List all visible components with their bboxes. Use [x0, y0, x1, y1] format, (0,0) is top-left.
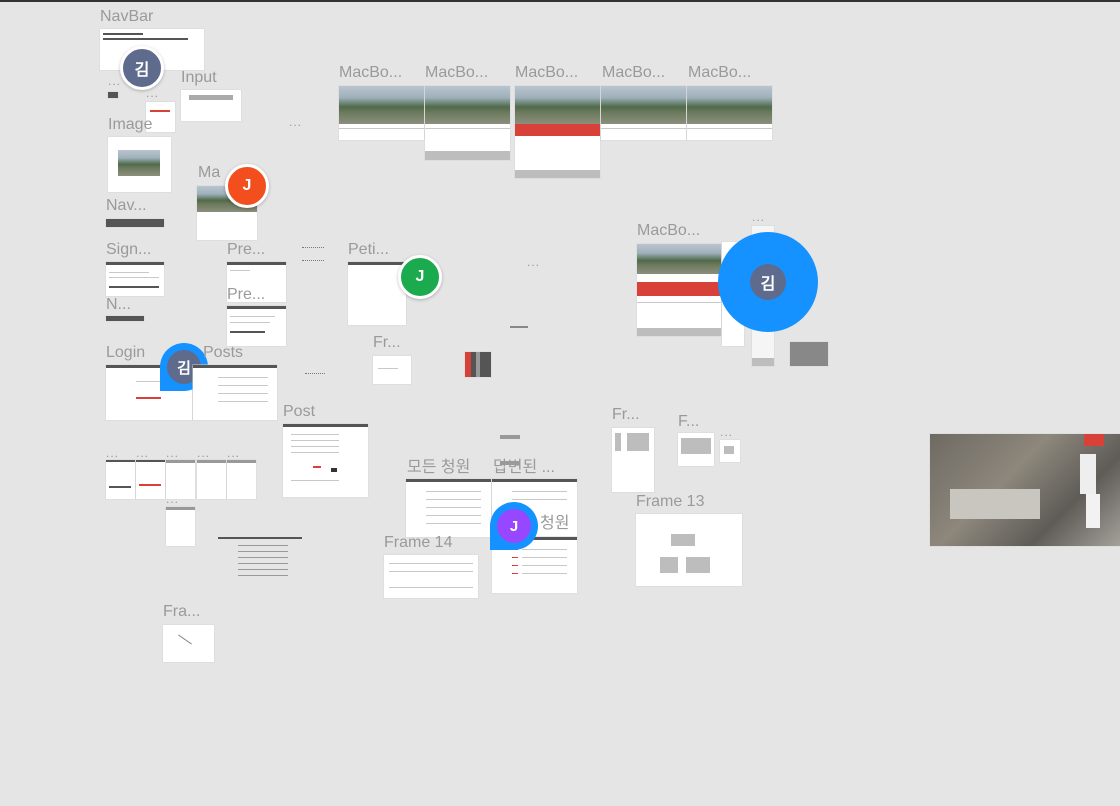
frame-label-pre-2[interactable]: Pre... — [227, 286, 266, 303]
frame-label-pre-1[interactable]: Pre... — [227, 241, 266, 258]
frame-row-3[interactable] — [166, 460, 195, 499]
frame-all-petitions[interactable] — [406, 479, 491, 537]
frame-fr-1[interactable] — [373, 356, 411, 384]
frame-label-macbook-5[interactable]: MacBo... — [688, 64, 752, 81]
frame-label-fr-1[interactable]: Fr... — [373, 334, 401, 351]
frame-row-5[interactable] — [227, 460, 256, 499]
frame-row-4[interactable] — [197, 460, 226, 499]
frame-label-nav[interactable]: Nav... — [106, 197, 147, 214]
frame-label-posts[interactable]: Posts — [203, 344, 244, 361]
frame-macbook-1[interactable] — [339, 86, 424, 140]
frame-label-navbar[interactable]: NavBar — [100, 8, 154, 25]
frame-label-ellipsis-f[interactable]: ... — [136, 446, 150, 460]
collaborator-cursor-j-green: J — [398, 255, 442, 299]
frame-image[interactable] — [108, 137, 171, 192]
frame-pre-1[interactable] — [227, 262, 286, 302]
frame-list-overview[interactable] — [218, 537, 302, 583]
frame-label-ellipsis-c[interactable]: ... — [289, 115, 303, 129]
frame-label-n[interactable]: N... — [106, 296, 131, 313]
frame-label-login[interactable]: Login — [106, 344, 146, 361]
frame-fra[interactable] — [163, 625, 214, 662]
frame-small-a[interactable] — [108, 92, 118, 98]
frame-label-ellipsis-i[interactable]: ... — [227, 446, 241, 460]
frame-label-ellipsis-j[interactable]: ... — [166, 492, 180, 506]
loose-text-a — [302, 247, 324, 261]
frame-dark-tile[interactable] — [465, 352, 491, 377]
frame-label-ellipsis-h[interactable]: ... — [197, 446, 211, 460]
frame-label-ellipsis-l[interactable]: ... — [720, 425, 734, 439]
frame-label-macbook-4[interactable]: MacBo... — [602, 64, 666, 81]
frame-label-f[interactable]: F... — [678, 413, 700, 430]
frame-posts[interactable] — [193, 365, 277, 420]
frame-macbook-6[interactable] — [637, 244, 721, 336]
frame-pre-2[interactable] — [227, 306, 286, 346]
frame-row-2[interactable] — [136, 460, 165, 499]
frame-label-all-petitions[interactable]: 모든 청원 — [407, 459, 471, 476]
frame-label-macbook-3[interactable]: MacBo... — [515, 64, 579, 81]
frame-label-macbook-6[interactable]: MacBo... — [637, 222, 701, 239]
frame-n[interactable] — [106, 316, 144, 321]
frame-f[interactable] — [678, 433, 714, 466]
tag-stack — [500, 435, 520, 465]
frame-label-petition-partial[interactable]: 청원 — [540, 515, 570, 532]
window-top-border — [0, 0, 1120, 2]
collaborator-highlight-kim-blue: 김 — [718, 232, 818, 332]
frame-row-6[interactable] — [166, 507, 195, 546]
frame-input[interactable] — [181, 90, 241, 121]
frame-label-macbook-1[interactable]: MacBo... — [339, 64, 403, 81]
frame-macbook-3[interactable] — [515, 86, 600, 178]
loose-text-c — [305, 373, 325, 377]
frame-label-fra[interactable]: Fra... — [163, 603, 201, 620]
frame-label-ellipsis-a[interactable]: ... — [108, 74, 122, 88]
frame-label-ellipsis-k[interactable]: ... — [752, 210, 766, 224]
frame-label-ellipsis-g[interactable]: ... — [166, 446, 180, 460]
frame-row-1[interactable] — [106, 460, 135, 499]
frame-label-macbook-2[interactable]: MacBo... — [425, 64, 489, 81]
frame-macbook-4[interactable] — [601, 86, 686, 140]
frame-macbook-5[interactable] — [687, 86, 772, 140]
collaborator-avatar-j-purple: J — [497, 509, 531, 543]
frame-frame-14[interactable] — [384, 555, 478, 598]
collaborator-cursor-kim-1: 김 — [120, 46, 164, 90]
frame-aerial-photo[interactable] — [930, 434, 1120, 546]
frame-label-image[interactable]: Image — [108, 116, 153, 133]
frame-small-c[interactable] — [720, 440, 740, 462]
frame-photo-thumb[interactable] — [790, 342, 828, 366]
frame-label-fr-2[interactable]: Fr... — [612, 406, 640, 423]
frame-sign[interactable] — [106, 262, 164, 296]
frame-small-b[interactable] — [146, 102, 175, 132]
frame-nav[interactable] — [106, 219, 164, 227]
frame-label-answered-petitions[interactable]: 답변된 ... — [493, 459, 555, 476]
frame-label-peti[interactable]: Peti... — [348, 241, 389, 258]
frame-post[interactable] — [283, 424, 368, 497]
frame-fr-2[interactable] — [612, 428, 654, 492]
collaborator-pin-j-purple: J — [490, 502, 538, 550]
frame-label-post[interactable]: Post — [283, 403, 316, 420]
frame-label-input[interactable]: Input — [181, 69, 217, 86]
frame-label-ellipsis-d[interactable]: ... — [527, 255, 541, 269]
loose-text-b — [510, 326, 528, 328]
frame-frame-13[interactable] — [636, 514, 742, 586]
frame-label-ma[interactable]: Ma — [198, 164, 221, 181]
collaborator-cursor-j-orange: J — [225, 164, 269, 208]
frame-label-frame-14[interactable]: Frame 14 — [384, 534, 453, 551]
frame-peti[interactable] — [348, 262, 406, 325]
collaborator-avatar-kim-3: 김 — [750, 264, 786, 300]
frame-label-frame-13[interactable]: Frame 13 — [636, 493, 705, 510]
frame-label-ellipsis-e[interactable]: ... — [106, 446, 120, 460]
frame-label-sign[interactable]: Sign... — [106, 241, 152, 258]
frame-macbook-2[interactable] — [425, 86, 510, 160]
frame-label-ellipsis-b[interactable]: ... — [146, 86, 160, 100]
